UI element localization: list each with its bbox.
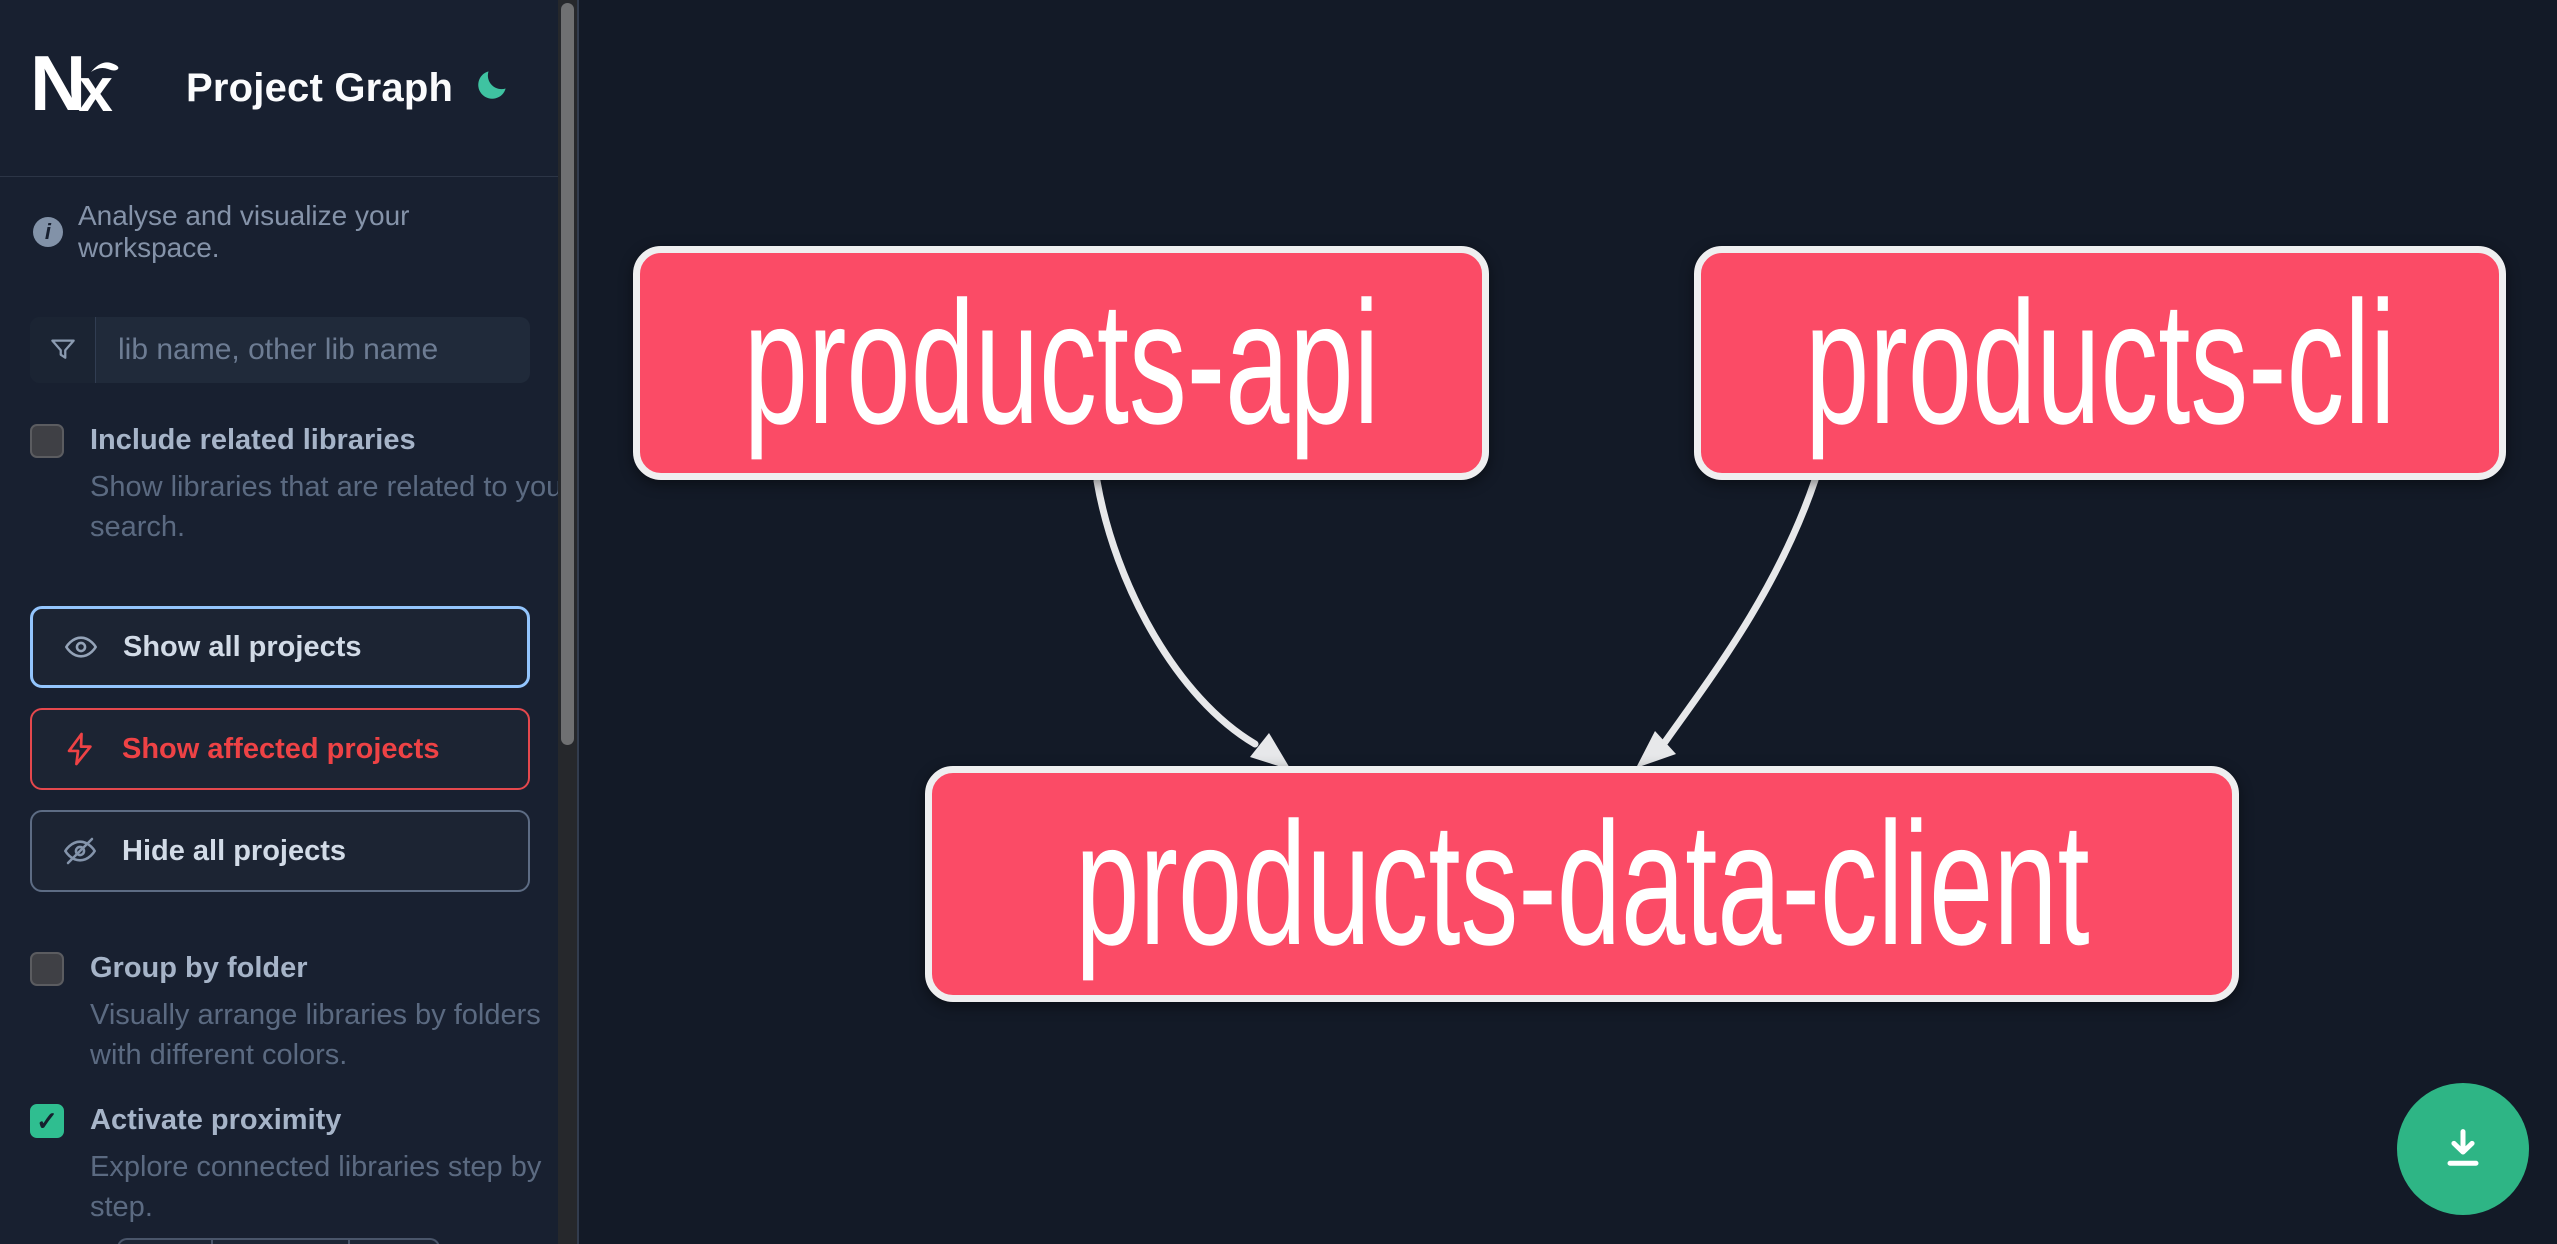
activate-proximity-description: Explore connected libraries step by step… [90,1151,542,1224]
show-all-projects-label: Show all projects [123,630,362,663]
group-by-folder-description: Visually arrange libraries by folders wi… [90,999,541,1072]
edge-products-api-to-products-data-client [1093,477,1259,748]
node-label: products-cli [1804,265,2396,461]
eye-icon [65,636,97,658]
sidebar: N x Project Graph i Analyse and visualiz… [0,0,572,1244]
node-label: products-api [743,265,1379,461]
lightning-bolt-icon [67,732,92,766]
library-search [30,317,530,383]
edge-arrowhead [1250,733,1291,770]
nx-logo: N x [30,44,121,122]
show-affected-projects-button[interactable]: Show affected projects [30,708,530,790]
download-icon [2447,1129,2479,1166]
header-divider [0,176,558,177]
graph-node-products-data-client[interactable]: products-data-client [925,766,2239,1002]
node-label: products-data-client [1074,786,2090,982]
show-affected-projects-label: Show affected projects [122,732,440,765]
group-by-folder-checkbox[interactable] [30,952,64,986]
graph-canvas[interactable]: products-api products-cli products-data-… [579,0,2557,1244]
option-group-by-folder: Group by folder Visually arrange librari… [30,950,575,1075]
activate-proximity-checkbox[interactable]: ✓ [30,1104,64,1138]
dependency-edges [1093,476,1819,770]
activate-proximity-label: Activate proximity [90,1104,342,1136]
graph-node-products-cli[interactable]: products-cli [1694,246,2506,480]
workspace-tagline: i Analyse and visualize your workspace. [33,200,558,264]
hide-all-projects-label: Hide all projects [122,834,347,867]
page-title: Project Graph [186,66,454,110]
hide-all-projects-button[interactable]: Hide all projects [30,810,530,892]
info-icon: i [33,217,63,247]
option-activate-proximity: ✓ Activate proximity Explore connected l… [30,1102,575,1227]
include-related-description: Show libraries that are related to your … [90,471,572,544]
download-image-button[interactable] [2397,1083,2529,1215]
include-related-checkbox[interactable] [30,424,64,458]
include-related-label: Include related libraries [90,424,416,456]
sidebar-scrollbar-thumb[interactable] [561,3,574,745]
sidebar-canvas-divider [577,0,579,1244]
graph-node-products-api[interactable]: products-api [633,246,1489,480]
tagline-text: Analyse and visualize your workspace. [77,200,410,263]
eye-off-icon [64,837,96,865]
group-by-folder-label: Group by folder [90,952,308,984]
proximity-depth-stepper[interactable] [117,1238,440,1244]
moon-icon [478,71,506,99]
edge-products-cli-to-products-data-client [1661,476,1819,746]
option-include-related: Include related libraries Show libraries… [30,422,575,547]
theme-toggle-button[interactable] [472,66,512,106]
filter-funnel-icon [30,317,96,383]
show-all-projects-button[interactable]: Show all projects [30,606,530,688]
nx-logo-swoosh [89,59,121,73]
search-input[interactable] [96,317,530,383]
edge-arrowhead [1636,731,1676,768]
sidebar-scrollbar [558,0,577,1244]
sidebar-header: N x Project Graph [0,0,558,177]
